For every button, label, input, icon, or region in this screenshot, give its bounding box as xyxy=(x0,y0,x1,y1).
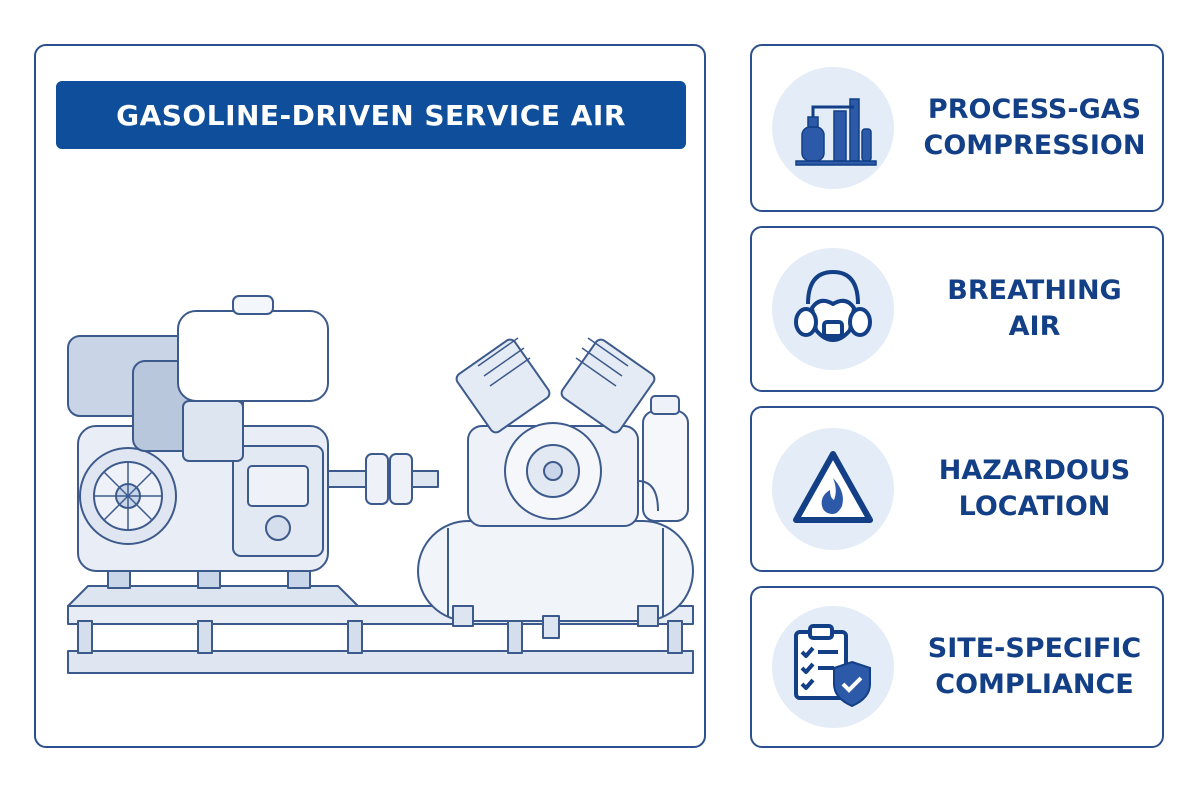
card-process-gas-compression: PROCESS-GAS COMPRESSION xyxy=(750,44,1164,212)
process-gas-plant-icon xyxy=(772,67,894,189)
main-title: GASOLINE-DRIVEN SERVICE AIR xyxy=(116,98,626,132)
card-label: PROCESS-GAS COMPRESSION xyxy=(923,94,1146,161)
card-breathing-air: BREATHING AIR xyxy=(750,226,1164,392)
card-label: SITE-SPECIFIC COMPLIANCE xyxy=(927,633,1142,700)
card-hazardous-location: HAZARDOUS LOCATION xyxy=(750,406,1164,572)
card-label: BREATHING AIR xyxy=(947,275,1122,342)
flammable-warning-icon xyxy=(772,428,894,550)
main-panel: GASOLINE-DRIVEN SERVICE AIR xyxy=(34,44,706,748)
card-site-specific-compliance: SITE-SPECIFIC COMPLIANCE xyxy=(750,586,1164,748)
card-label: HAZARDOUS LOCATION xyxy=(938,455,1131,522)
gasoline-compressor-illustration xyxy=(67,295,694,674)
clipboard-shield-icon xyxy=(772,606,894,728)
title-banner: GASOLINE-DRIVEN SERVICE AIR xyxy=(56,81,686,149)
respirator-mask-icon xyxy=(772,248,894,370)
